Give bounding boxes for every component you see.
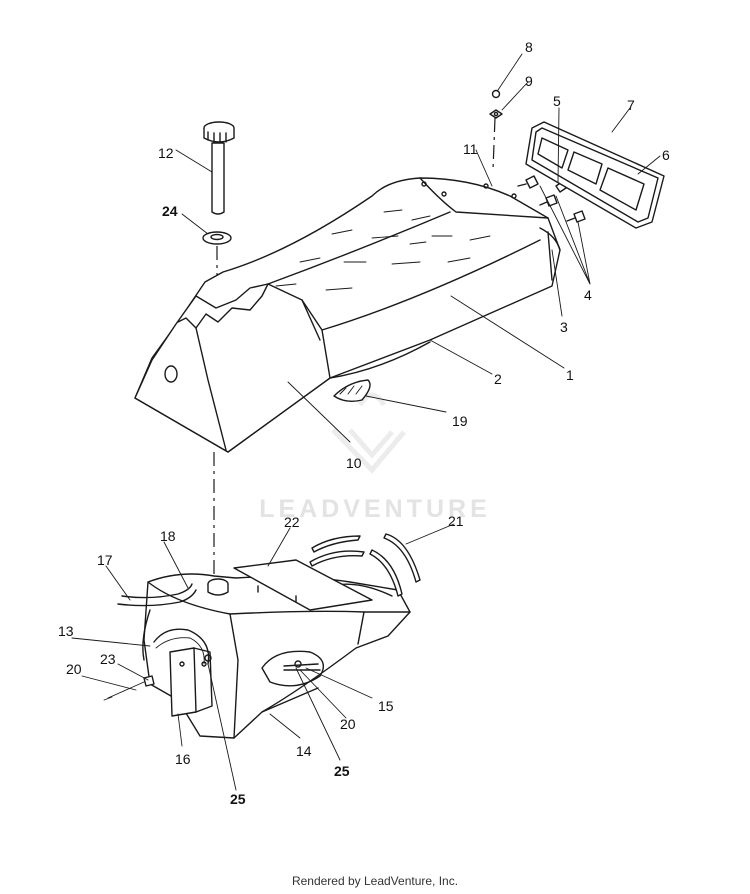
callout-5: 5 bbox=[553, 93, 561, 109]
footer-credit: Rendered by LeadVenture, Inc. bbox=[291, 874, 459, 888]
tank-cover bbox=[134, 177, 561, 453]
trim-strips bbox=[309, 533, 421, 597]
gauge-panel bbox=[525, 121, 665, 229]
leader-lines bbox=[71, 53, 661, 791]
fuel-cap-dipstick bbox=[203, 121, 235, 215]
callout-22: 22 bbox=[284, 514, 300, 530]
callout-23: 23 bbox=[100, 651, 116, 667]
alignment-line-vent bbox=[492, 117, 496, 171]
callout-6: 6 bbox=[662, 147, 670, 163]
callout-10: 10 bbox=[346, 455, 362, 471]
gasket-washer bbox=[202, 231, 232, 245]
callout-7: 7 bbox=[627, 97, 635, 113]
callout-9: 9 bbox=[525, 73, 533, 89]
callout-4: 4 bbox=[584, 287, 592, 303]
vent-fitting bbox=[489, 89, 503, 119]
callout-25-right: 25 bbox=[334, 763, 350, 779]
callout-11: 11 bbox=[463, 141, 478, 157]
callout-16: 16 bbox=[175, 751, 191, 767]
watermark-logo bbox=[331, 392, 406, 474]
callout-20-right: 20 bbox=[340, 716, 356, 732]
watermark-text: LEADVENTURE bbox=[259, 495, 491, 523]
callout-25-left: 25 bbox=[230, 791, 246, 807]
heat-shield-plate bbox=[233, 559, 373, 611]
callout-13: 13 bbox=[58, 623, 74, 639]
screws bbox=[517, 175, 586, 223]
callout-20-left: 20 bbox=[66, 661, 82, 677]
callout-1: 1 bbox=[566, 367, 574, 383]
fuel-gauge-ring bbox=[333, 379, 371, 403]
callout-15: 15 bbox=[378, 698, 394, 714]
callout-19: 19 bbox=[452, 413, 468, 429]
callout-14: 14 bbox=[296, 743, 312, 759]
callout-12: 12 bbox=[158, 145, 174, 161]
callout-3: 3 bbox=[560, 319, 568, 335]
callout-8: 8 bbox=[525, 39, 533, 55]
callout-24: 24 bbox=[162, 203, 178, 219]
callout-21: 21 bbox=[448, 513, 464, 529]
callout-17: 17 bbox=[97, 552, 113, 568]
callouts: 1 2 3 4 5 6 7 8 9 10 11 12 24 19 22 21 1… bbox=[58, 39, 670, 807]
callout-18: 18 bbox=[160, 528, 176, 544]
callout-2: 2 bbox=[494, 371, 502, 387]
